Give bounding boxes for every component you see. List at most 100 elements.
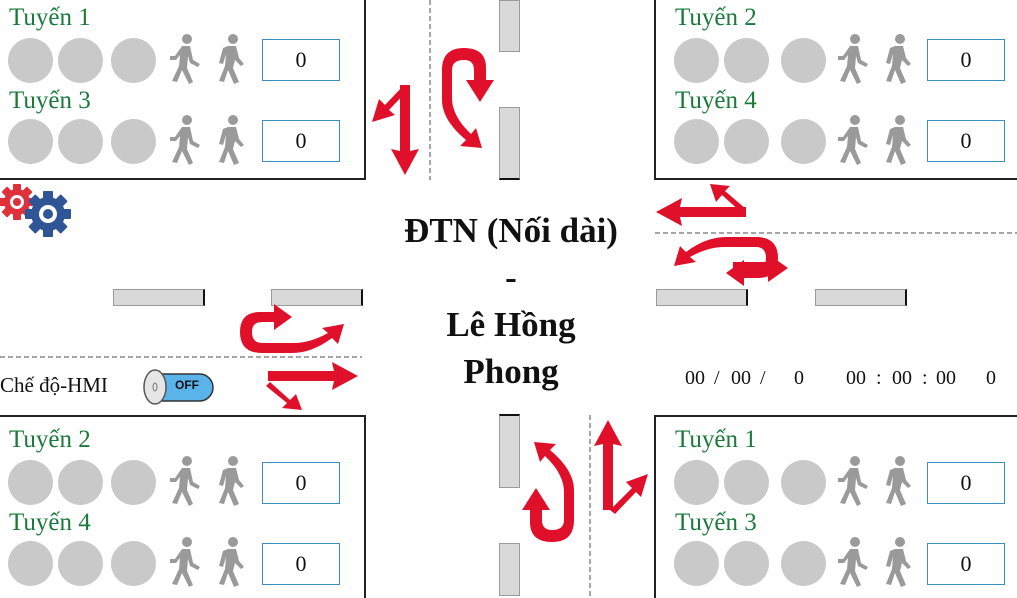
vehicle-counter: 0 [927, 543, 1005, 585]
intersection-title-line2: - [505, 258, 517, 297]
signal-lamp-yellow [724, 460, 769, 505]
arrow-west-uturn [240, 304, 344, 353]
route-label: Tuyến 2 [9, 426, 91, 453]
vehicle-counter: 0 [262, 120, 340, 162]
signal-lamp-green [781, 460, 826, 505]
pedestrian-walking-icon [886, 537, 911, 587]
arrow-north-uturn [442, 48, 494, 148]
pedestrian-walking-icon [170, 115, 200, 165]
arrow-north-left-branch [372, 85, 408, 122]
vehicle-counter: 0 [927, 120, 1005, 162]
pedestrian-walking-icon [219, 34, 244, 84]
signal-lamp-green [111, 38, 156, 83]
crosswalk-west-right [271, 289, 363, 306]
crosswalk-north-bottom [499, 107, 520, 180]
crosswalk-north-top [499, 0, 520, 52]
signal-lamp-green [111, 541, 156, 586]
route-label: Tuyến 4 [675, 87, 757, 114]
pedestrian-walking-icon [219, 537, 244, 587]
arrow-west-down-branch [266, 382, 302, 410]
pedestrian-walking-icon [838, 115, 868, 165]
pedestrian-walking-icon [170, 537, 200, 587]
pedestrian-walking-icon [886, 456, 911, 506]
date-day: 00 [685, 367, 705, 389]
toggle-state-text: OFF [175, 378, 199, 392]
vehicle-counter: 0 [927, 462, 1005, 504]
intersection-title-line3: Lê Hồng [446, 305, 576, 344]
intersection-title-line1: ĐTN (Nối dài) [404, 211, 618, 250]
pedestrian-walking-icon [838, 456, 868, 506]
date-separator: / [760, 367, 766, 389]
intersection-title-line4: Phong [463, 352, 559, 391]
signal-lamp-red [8, 38, 53, 83]
route-label: Tuyến 1 [9, 4, 91, 31]
signal-lamp-red [674, 38, 719, 83]
arrow-east-uturn [674, 237, 778, 286]
gears-icon[interactable] [0, 182, 75, 240]
arrow-south-uturn [522, 442, 574, 542]
signal-row: Tuyến 4 0 [666, 81, 1016, 166]
time-separator: : [922, 367, 928, 389]
time-separator: : [876, 367, 882, 389]
pedestrian-walking-icon [886, 115, 911, 165]
route-label: Tuyến 1 [675, 426, 757, 453]
date-year: 0 [794, 367, 804, 389]
pedestrian-walking-icon [219, 115, 244, 165]
signal-row: Tuyến 3 0 [666, 503, 1016, 588]
crosswalk-east-left [656, 289, 748, 306]
time-extra-value: 0 [986, 367, 996, 389]
pedestrian-walking-icon [838, 34, 868, 84]
route-label: Tuyến 3 [675, 509, 757, 536]
signal-lamp-yellow [724, 119, 769, 164]
pedestrian-walking-icon [170, 456, 200, 506]
arrow-south-up [594, 420, 622, 510]
crosswalk-west-left [113, 289, 205, 306]
mode-label: Chế độ-HMI [0, 373, 108, 397]
signal-lamp-yellow [58, 460, 103, 505]
signal-row: Tuyến 4 0 [0, 503, 360, 588]
signal-lamp-red [8, 541, 53, 586]
pedestrian-walking-icon [219, 456, 244, 506]
time-minute: 00 [892, 367, 912, 389]
signal-lamp-yellow [58, 38, 103, 83]
signal-row: Tuyến 2 0 [666, 0, 1016, 85]
signal-row: Tuyến 1 0 [0, 0, 360, 85]
vehicle-counter: 0 [262, 543, 340, 585]
toggle-switch-graphic [143, 369, 214, 405]
arrow-east-right-lower [733, 254, 788, 282]
pedestrian-walking-icon [886, 34, 911, 84]
time-second: 00 [936, 367, 956, 389]
signal-lamp-red [674, 119, 719, 164]
pedestrian-walking-icon [170, 34, 200, 84]
signal-lamp-green [781, 38, 826, 83]
route-label: Tuyến 4 [9, 509, 91, 536]
signal-lamp-yellow [724, 38, 769, 83]
signal-lamp-green [781, 119, 826, 164]
vehicle-counter: 0 [927, 39, 1005, 81]
arrow-west-right [268, 362, 358, 390]
signal-row: Tuyến 3 0 [0, 81, 360, 166]
signal-lamp-green [111, 460, 156, 505]
time-hour: 00 [846, 367, 866, 389]
vehicle-counter: 0 [262, 39, 340, 81]
signal-lamp-red [8, 460, 53, 505]
date-month: 00 [731, 367, 751, 389]
route-label: Tuyến 2 [675, 4, 757, 31]
signal-lamp-red [8, 119, 53, 164]
signal-lamp-yellow [58, 119, 103, 164]
pedestrian-walking-icon [838, 537, 868, 587]
signal-lamp-green [781, 541, 826, 586]
signal-lamp-red [674, 460, 719, 505]
crosswalk-south-top [499, 414, 520, 488]
crosswalk-east-right [815, 289, 907, 306]
route-label: Tuyến 3 [9, 87, 91, 114]
signal-row: Tuyến 2 0 [0, 422, 360, 507]
vehicle-counter: 0 [262, 462, 340, 504]
signal-lamp-yellow [58, 541, 103, 586]
arrow-south-right-branch [610, 474, 648, 514]
arrow-east-down-branch [710, 184, 746, 213]
signal-lamp-green [111, 119, 156, 164]
hmi-mode-toggle[interactable]: OFF [143, 366, 215, 406]
